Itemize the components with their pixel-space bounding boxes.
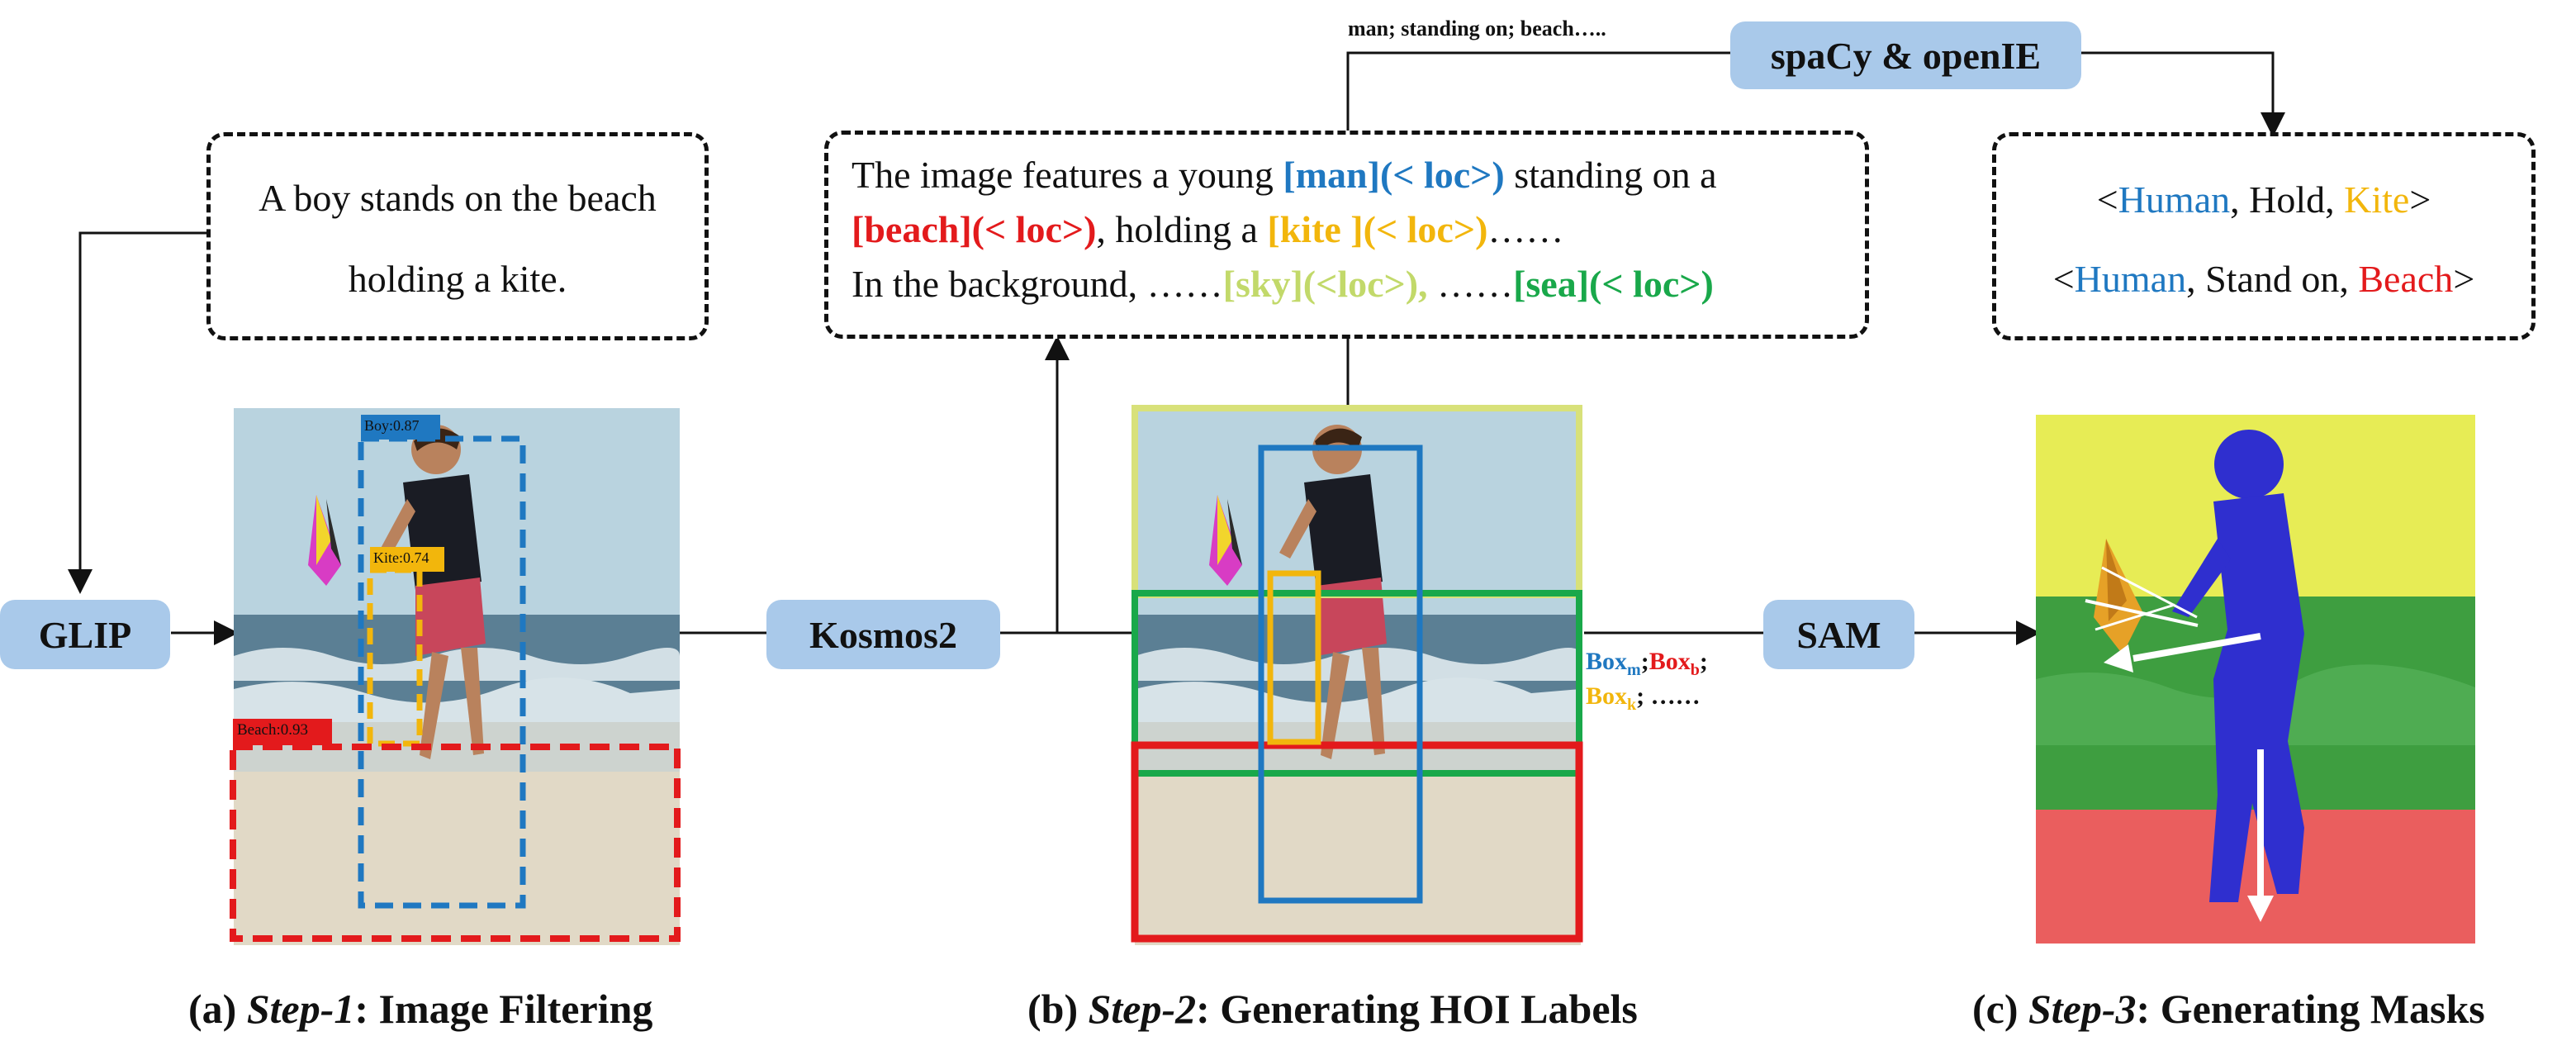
grounded-kite-token: [kite ](< loc>) (1267, 208, 1488, 250)
box-list-line2: Boxk; …… (1586, 682, 1701, 715)
triplet2-open: < (2052, 258, 2075, 300)
boy-detection-box (358, 435, 526, 909)
triplet-line2: <Human, Stand on, Beach> (1996, 257, 2531, 301)
grounded-l1-a: The image features a young (852, 154, 1283, 196)
triplet1-human: Human (2118, 178, 2231, 221)
box-sep-2: ; (1699, 648, 1708, 675)
step1-caption-rest: : Image Filtering (354, 986, 653, 1032)
box-m-label: Boxm (1586, 648, 1641, 679)
grounded-line2: [beach](< loc>), holding a [kite ](< loc… (852, 207, 1563, 251)
triplet2-verb: , Stand on, (2186, 258, 2359, 300)
parse-text: man; standing on; beach….. (1348, 17, 1606, 40)
beach-detection-box (230, 744, 681, 942)
box-k-label: Boxk (1586, 682, 1637, 714)
step1-caption-box: A boy stands on the beach holding a kite… (206, 132, 709, 340)
triplet2-human: Human (2074, 258, 2187, 300)
text-to-spacy-line (1346, 51, 1730, 131)
man-box (1258, 444, 1423, 904)
box-tail: ; …… (1636, 682, 1701, 710)
glip-label: GLIP (38, 613, 132, 656)
grounded-line1: The image features a young [man](< loc>)… (852, 153, 1717, 197)
boy-detection-tag (361, 415, 440, 440)
beach-detection-tag (233, 719, 332, 745)
step3-caption-rest: : Generating Masks (2136, 986, 2485, 1032)
beach-detection-label: Beach:0.93 (237, 721, 309, 739)
step2-photo (1135, 408, 1581, 945)
step2-footer-caption: (b) Step-2: Generating HOI Labels (1027, 985, 1638, 1033)
kosmos-label: Kosmos2 (809, 613, 957, 656)
step1-caption-line2: holding a kite. (348, 258, 567, 300)
grounded-l3-b: …… (1427, 263, 1514, 305)
step3-caption-prefix: (c) (1972, 986, 2028, 1032)
triplet1-kite: Kite (2344, 178, 2410, 221)
step2-caption-step: Step-2 (1088, 986, 1197, 1032)
step1-photo (234, 408, 680, 945)
sam-label: SAM (1796, 613, 1881, 656)
glip-node: GLIP (0, 600, 170, 669)
kosmos-node: Kosmos2 (766, 600, 1000, 669)
kite-box (1267, 570, 1321, 745)
box-b-label: Boxb (1649, 648, 1700, 679)
triplet2-beach: Beach (2358, 258, 2454, 300)
triplet-line1: <Human, Hold, Kite> (1996, 178, 2531, 221)
grounded-l2-b: , holding a (1096, 208, 1268, 250)
grounded-beach-token: [beach](< loc>) (852, 208, 1097, 250)
spacy-label: spaCy & openIE (1770, 34, 2042, 77)
step1-caption-prefix: (a) (188, 986, 247, 1032)
step1-footer-caption: (a) Step-1: Image Filtering (188, 985, 652, 1033)
kite-detection-tag (370, 547, 444, 572)
grounded-text-box: The image features a young [man](< loc>)… (824, 131, 1869, 339)
box-sep: ; (1640, 648, 1649, 675)
triplet1-close: > (2409, 178, 2431, 221)
grounded-l2-c: …… (1487, 208, 1564, 250)
step2-caption-rest: : Generating HOI Labels (1196, 986, 1638, 1032)
kite-detection-label: Kite:0.74 (373, 549, 429, 566)
step1-caption-line1: A boy stands on the beach (259, 177, 657, 219)
caption-to-glip-arrow (68, 231, 206, 594)
triplet-box: <Human, Hold, Kite> <Human, Stand on, Be… (1992, 132, 2536, 340)
triplet1-verb: , Hold, (2230, 178, 2345, 221)
step3-caption-step: Step-3 (2028, 986, 2137, 1032)
grounded-man-token: [man](< loc>) (1283, 154, 1505, 196)
sam-node: SAM (1763, 600, 1914, 669)
step1-caption-step: Step-1 (246, 986, 355, 1032)
grounded-sea-token: [sea](< loc>) (1513, 263, 1714, 305)
box-list-line1: Boxm;Boxb; (1586, 648, 1708, 680)
grounded-line3: In the background, ……[sky](<loc>), ……[se… (852, 262, 1714, 306)
boy-detection-label: Boy:0.87 (364, 417, 420, 434)
sea-box (1131, 590, 1582, 777)
triplet2-close: > (2453, 258, 2475, 300)
grounded-l1-b: standing on a (1504, 154, 1717, 196)
step2-caption-prefix: (b) (1027, 986, 1089, 1032)
spacy-node: spaCy & openIE (1730, 21, 2081, 89)
beach-box (1131, 741, 1583, 943)
step3-footer-caption: (c) Step-3: Generating Masks (1972, 985, 2485, 1033)
grounded-l3-a: In the background, …… (852, 263, 1223, 305)
grounded-sky-token: [sky](<loc>), (1222, 263, 1428, 305)
triplet1-open: < (2096, 178, 2118, 221)
mask-image (2036, 415, 2475, 944)
spacy-to-triplets-arrow (2081, 51, 2285, 137)
